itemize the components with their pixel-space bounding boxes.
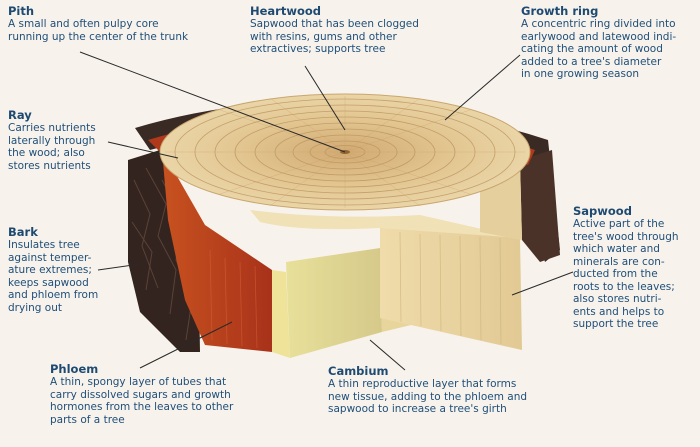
heartwood-title: Heartwood: [250, 4, 322, 18]
phloem-desc: A thin, spongy layer of tubes that carry…: [50, 376, 234, 426]
pith-desc: A small and often pulpy core running up …: [8, 18, 189, 43]
sapwood-title: Sapwood: [573, 204, 632, 218]
phloem-label: Phloem A thin, spongy layer of tubes tha…: [50, 362, 275, 426]
bark-desc: Insulates tree against temper- ature ext…: [8, 239, 99, 314]
bark-right-side: [520, 150, 560, 262]
growth-ring-leader: [444, 54, 521, 121]
cambium-label: Cambium A thin reproductive layer that f…: [328, 364, 568, 416]
inner-sapwood-face: [286, 248, 382, 358]
cambium-title: Cambium: [328, 364, 389, 378]
rays: [165, 96, 525, 208]
sapwood-label: Sapwood Active part of the tree's wood t…: [573, 204, 698, 331]
ray-desc: Carries nutrients laterally through the …: [8, 122, 96, 172]
bark-title: Bark: [8, 225, 38, 239]
sapwood-front-block: [380, 226, 522, 350]
phloem-front-face: [162, 150, 272, 352]
sapwood-grain: [399, 231, 502, 345]
ray-leader: [107, 141, 179, 159]
pith-title: Pith: [8, 4, 35, 18]
growth-ring-desc: A concentric ring divided into earlywood…: [521, 18, 677, 80]
phloem-leader: [139, 321, 233, 369]
cambium-desc: A thin reproductive layer that forms new…: [328, 378, 528, 415]
phloem-texture: [209, 249, 258, 349]
growth-ring-title: Growth ring: [521, 4, 599, 18]
growth-ring-label: Growth ring A concentric ring divided in…: [521, 4, 696, 81]
bark-leader: [97, 263, 141, 271]
pith-leader: [79, 51, 346, 153]
heartwood-label: Heartwood Sapwood that has been clogged …: [250, 4, 425, 56]
leader-lines: [79, 51, 574, 371]
sapwood-step-top: [250, 210, 522, 238]
bark-label: Bark Insulates tree against temper- atur…: [8, 225, 118, 314]
heartwood-leader: [304, 65, 346, 131]
ray-title: Ray: [8, 108, 32, 122]
sapwood-desc: Active part of the tree's wood through w…: [573, 218, 679, 330]
pith-label: Pith A small and often pulpy core runnin…: [8, 4, 223, 43]
phloem-title: Phloem: [50, 362, 99, 376]
sapwood-leader: [511, 271, 574, 296]
ray-label: Ray Carries nutrients laterally through …: [8, 108, 118, 172]
cambium-strip: [272, 270, 290, 358]
heartwood-desc: Sapwood that has been clogged with resin…: [250, 18, 419, 55]
cambium-leader: [369, 339, 406, 371]
